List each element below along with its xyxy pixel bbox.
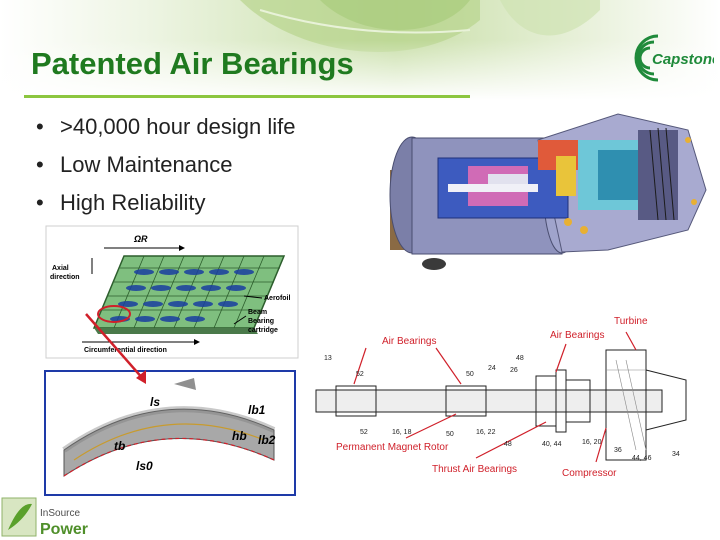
- ref-24: 24: [488, 365, 496, 372]
- ref-48-bottom: 48: [504, 441, 512, 448]
- bearing-section-diagram: Air Bearings Air Bearings Turbine Perman…: [306, 310, 712, 498]
- callout-air-bearings-right: Air Bearings: [550, 330, 604, 341]
- leaf-icon: [8, 503, 32, 530]
- ref-16-20: 16, 20: [582, 439, 602, 446]
- microturbine-cutaway-image: [388, 100, 716, 272]
- ref-44-46: 44, 46: [632, 455, 652, 462]
- detail-label-hb: hb: [232, 429, 247, 443]
- callout-turbine: Turbine: [614, 316, 648, 327]
- corner-logo-line2: Power: [40, 521, 88, 538]
- detail-label-ls0: ls0: [136, 459, 153, 473]
- callout-permanent-magnet-rotor: Permanent Magnet Rotor: [336, 442, 449, 453]
- ref-52-top: 52: [356, 371, 364, 378]
- callout-compressor: Compressor: [562, 468, 617, 479]
- ref-34: 34: [672, 451, 680, 458]
- ref-13: 13: [324, 355, 332, 362]
- ref-26: 26: [510, 367, 518, 374]
- detail-label-tb: tb: [114, 439, 125, 453]
- ref-40-44: 40, 44: [542, 441, 562, 448]
- capstone-swirl-icon: [634, 34, 659, 82]
- bullet-item: •Low Maintenance: [36, 152, 233, 177]
- circumferential-label: Circumferential direction: [84, 347, 167, 354]
- rotation-label: ΩR: [133, 234, 148, 244]
- callout-air-bearings-left: Air Bearings: [382, 336, 436, 347]
- detail-label-ls: ls: [150, 395, 160, 409]
- aerofoil-label: Aerofoil: [264, 295, 291, 302]
- insource-power-logo: InSource Power: [1, 497, 88, 538]
- ref-36: 36: [614, 447, 622, 454]
- bullet-item: •>40,000 hour design life: [36, 114, 296, 139]
- callout-arrow: [85, 313, 146, 384]
- ref-50-top: 50: [466, 371, 474, 378]
- foil-detail-diagram: ls lb1 hb lb2 tb ls0: [44, 370, 296, 496]
- title-underline: [24, 95, 470, 98]
- detail-label-lb2: lb2: [258, 433, 276, 447]
- callout-thrust-air-bearings: Thrust Air Bearings: [432, 464, 517, 475]
- capstone-logo: Capstone: [634, 34, 714, 82]
- capstone-logo-text: Capstone: [652, 51, 714, 68]
- bullet-list: •>40,000 hour design life •Low Maintenan…: [36, 108, 295, 222]
- ref-50-bottom: 50: [446, 431, 454, 438]
- detail-label-lb1: lb1: [248, 403, 266, 417]
- leaf-banner-image: [0, 0, 720, 100]
- ref-16-22: 16, 22: [476, 429, 496, 436]
- ref-16-18: 16, 18: [392, 429, 412, 436]
- bullet-item: •High Reliability: [36, 190, 206, 215]
- slide-title: Patented Air Bearings: [31, 46, 354, 81]
- corner-logo-line1: InSource: [40, 508, 80, 519]
- ref-48-top: 48: [516, 355, 524, 362]
- ref-52-bottom: 52: [360, 429, 368, 436]
